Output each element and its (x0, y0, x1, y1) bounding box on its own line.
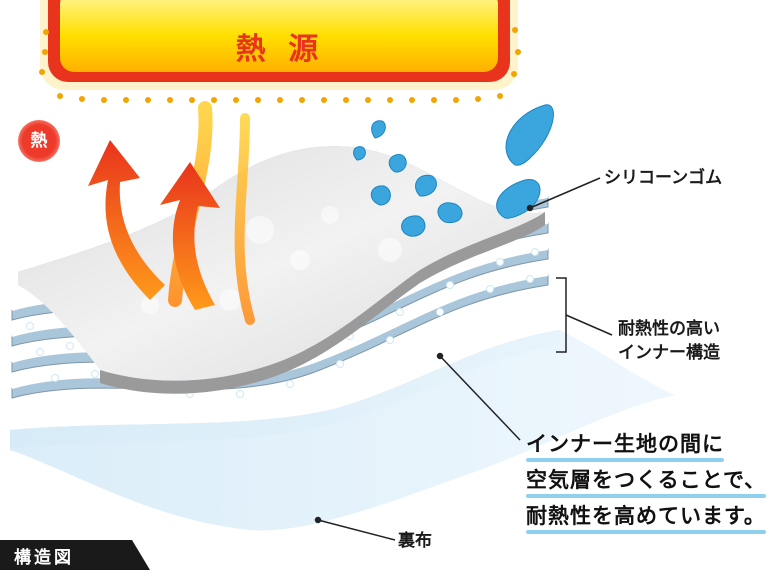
structure-diagram-tab: 構造図 (0, 540, 150, 570)
heat-source-panel (39, 0, 521, 103)
leader-lines (314, 177, 613, 541)
lining-label: 裏布 (398, 531, 432, 551)
silicone-rubber-label: シリコーンゴム (604, 168, 723, 188)
heat-arrows (88, 101, 255, 325)
heat-badge-icon: 熱 (18, 120, 60, 162)
silicone-rubber-layer (18, 146, 545, 394)
inner-structure-label-line2: インナー構造 (618, 343, 720, 363)
layer-structure-illustration (10, 0, 675, 541)
message-line-2: 空気層をつくることで、 (526, 464, 767, 498)
message-line-1: インナー生地の間に (526, 428, 724, 462)
inner-structure-label-line1: 耐熱性の高い (618, 319, 720, 339)
heat-arrow-icon (88, 140, 165, 300)
message-line-3: 耐熱性を高めています。 (526, 500, 766, 534)
heat-source-label: 熱 源 (235, 32, 325, 67)
heat-arrow-icon (160, 162, 220, 310)
lining-fabric-layer (10, 330, 675, 531)
